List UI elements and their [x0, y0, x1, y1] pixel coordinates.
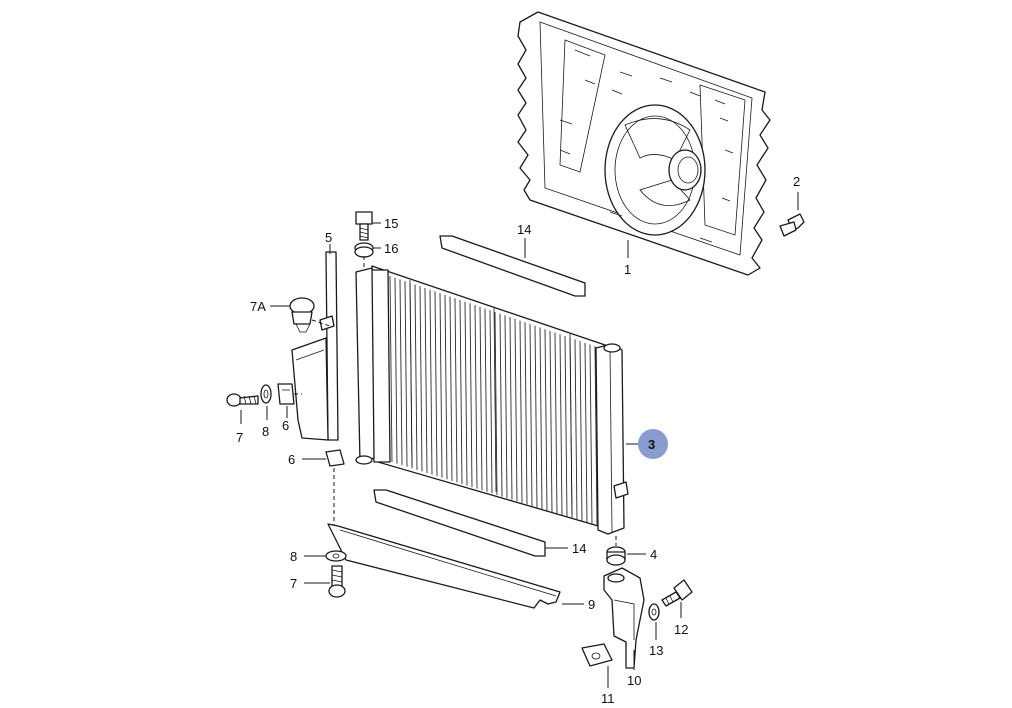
radiator-fin	[554, 332, 558, 514]
callout-13: 13	[649, 643, 663, 658]
callout-2: 2	[793, 174, 800, 189]
nut-6-lower	[325, 449, 345, 467]
bolt-12	[661, 579, 693, 607]
callout-6-lower: 6	[288, 452, 295, 467]
radiator-fin	[589, 344, 593, 525]
callout-8-lower: 8	[290, 549, 297, 564]
radiator-fin	[594, 346, 598, 527]
radiator-fin	[389, 275, 393, 463]
callout-7-lower: 7	[290, 576, 297, 591]
radiator-fin	[574, 339, 578, 521]
top-bolt	[355, 211, 373, 241]
radiator-fin	[494, 311, 498, 496]
callout-15: 15	[384, 216, 398, 231]
radiator-fin	[449, 296, 453, 481]
radiator-fin	[524, 322, 528, 505]
callout-3: 3	[648, 437, 655, 452]
radiator-fin	[399, 279, 403, 466]
callout-5: 5	[325, 230, 332, 245]
radiator-fin	[454, 298, 458, 483]
radiator-fin	[414, 284, 418, 470]
callout-4: 4	[650, 547, 657, 562]
callout-6-upper: 6	[282, 418, 289, 433]
side-air-guide	[291, 251, 339, 441]
radiator-fin	[514, 318, 518, 502]
radiator-fin	[459, 299, 463, 485]
top-washer	[354, 242, 374, 258]
lower-air-deflector	[327, 523, 561, 609]
lower-bracket	[603, 567, 645, 669]
washer-8-lower	[325, 550, 347, 562]
callout-14-bottom: 14	[572, 541, 586, 556]
radiator-fin	[404, 281, 408, 467]
radiator-fin	[439, 293, 443, 478]
fan-shroud	[517, 11, 771, 276]
seal-strip-top	[439, 235, 586, 297]
radiator-fin	[464, 301, 468, 486]
radiator-fin	[444, 294, 448, 480]
rubber-mount-4	[606, 546, 626, 566]
radiator-fin	[429, 289, 433, 475]
callout-12: 12	[674, 622, 688, 637]
nut-6-upper	[277, 383, 295, 405]
radiator-fin	[504, 315, 508, 499]
callout-3-highlight	[638, 429, 668, 459]
radiator-fin	[529, 323, 533, 507]
callout-16: 16	[384, 241, 398, 256]
radiator-fin	[434, 291, 438, 477]
plastic-clip	[289, 297, 315, 333]
radiator-fin	[509, 317, 513, 500]
radiator-fin	[469, 303, 473, 488]
radiator-fin	[499, 313, 503, 497]
callout-1: 1	[624, 262, 631, 277]
clip-nut-11	[581, 643, 613, 667]
radiator	[355, 265, 629, 535]
radiator-fin	[579, 341, 583, 522]
radiator-fin	[484, 308, 488, 492]
radiator-fin	[549, 330, 553, 513]
radiator-fin	[519, 320, 523, 503]
radiator-fin	[394, 277, 398, 464]
washer-8-upper	[260, 384, 272, 404]
radiator-fins	[389, 275, 603, 529]
radiator-fin	[559, 334, 563, 516]
callout-11: 11	[601, 691, 615, 706]
radiator-fin	[534, 325, 538, 508]
radiator-fin	[544, 329, 548, 511]
callout-8-upper: 8	[262, 424, 269, 439]
radiator-fin	[419, 286, 423, 472]
callout-10: 10	[627, 673, 641, 688]
shroud-screw	[779, 213, 805, 237]
screw-7-upper	[226, 393, 259, 407]
callout-9: 9	[588, 597, 595, 612]
radiator-fin	[564, 335, 568, 518]
seal-strip-bottom	[373, 489, 546, 557]
callout-7-upper: 7	[236, 430, 243, 445]
washer-13	[648, 603, 660, 621]
radiator-fin	[584, 342, 588, 524]
radiator-fin	[489, 310, 493, 494]
radiator-fin	[539, 327, 543, 510]
radiator-fin	[479, 306, 483, 491]
radiator-fin	[424, 287, 428, 474]
radiator-fin	[474, 305, 478, 489]
callout-14-top: 14	[517, 222, 531, 237]
screw-7-lower	[328, 565, 346, 598]
callout-7A: 7A	[250, 299, 266, 314]
